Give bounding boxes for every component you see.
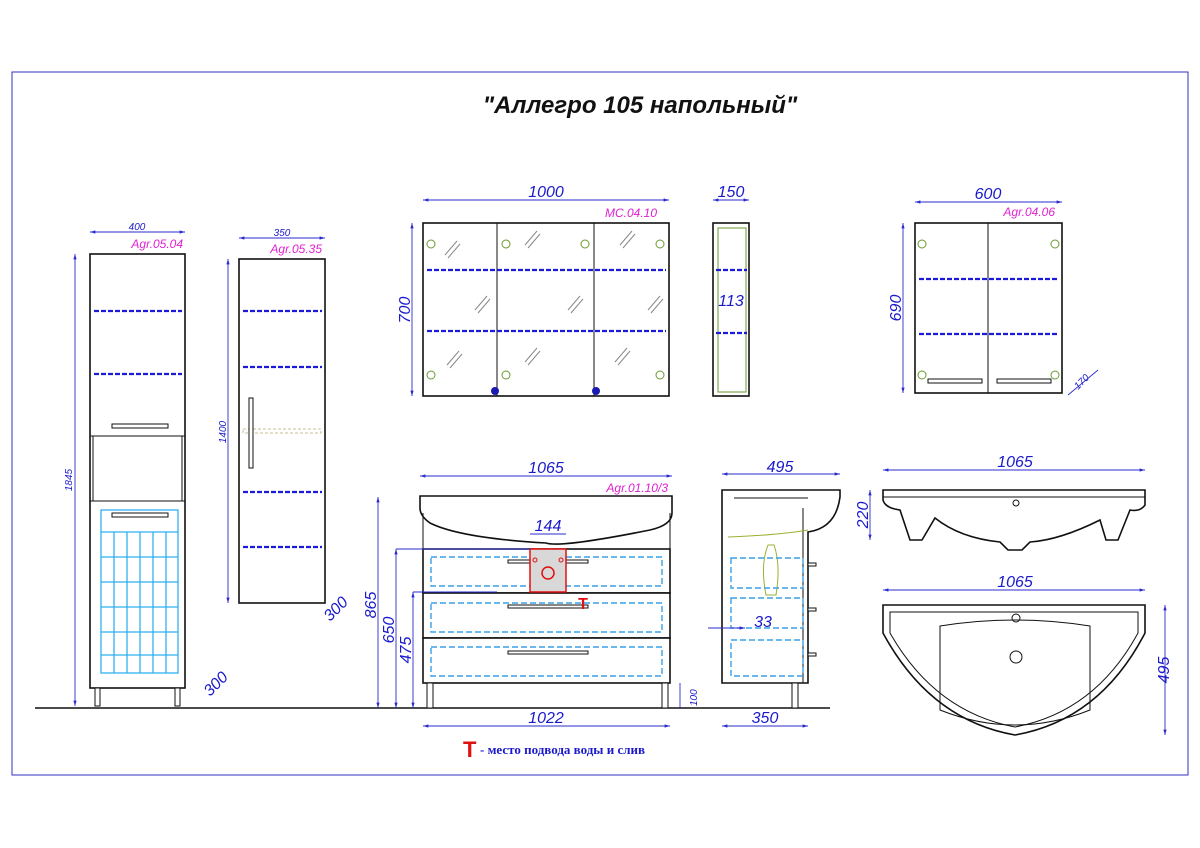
inner-depth-dimension: 113	[718, 293, 744, 310]
model-label: Agr.01.10/3	[605, 481, 668, 495]
height-dimension: 690	[888, 295, 905, 322]
height-650-dimension: 650	[381, 617, 398, 644]
sink-plan-depth-dimension: 495	[1156, 657, 1173, 684]
side-depth-dimension: 150	[718, 184, 745, 201]
sink-plan-width-dimension: 1065	[997, 574, 1033, 591]
plumbing-area	[529, 548, 567, 593]
leg-height-dimension: 100	[689, 689, 700, 706]
drawing-frame	[11, 71, 1189, 776]
offset-dimension: 33	[754, 614, 772, 631]
base-width-dimension: 1022	[528, 710, 564, 727]
vanity-front-view: T 1065 Agr.01.10/3 144 865 650 475 100 1…	[363, 460, 700, 728]
page-title: "Аллегро 105 напольный"	[483, 92, 798, 119]
sink-plan-view: 1065 495	[882, 574, 1173, 736]
width-dimension: 1000	[528, 184, 564, 201]
side-base-depth-dimension: 350	[752, 710, 779, 727]
height-475-dimension: 475	[398, 637, 415, 664]
top-width-dimension: 1065	[528, 460, 564, 477]
sink-side-view: 1065 220	[855, 454, 1146, 551]
depth-dimension: 300	[201, 669, 232, 700]
tall-cabinet-agr-05-04: 400 Agr.05.04 1845 300	[64, 222, 232, 707]
sink-width-dimension: 1065	[997, 454, 1033, 471]
model-label: Agr.05.35	[269, 242, 322, 256]
height-dimension: 700	[397, 297, 414, 324]
width-dimension: 350	[274, 228, 291, 239]
plumbing-marker: T	[578, 596, 588, 613]
plumbing-width-dimension: 144	[535, 518, 562, 535]
handle	[111, 423, 169, 429]
model-label: Agr.05.04	[130, 237, 183, 251]
vanity-side-view: 495 33 350	[708, 459, 841, 728]
legend: T - место подвода воды и слив	[463, 737, 645, 762]
sink-height-dimension: 220	[855, 502, 872, 530]
height-dimension: 1845	[64, 468, 75, 491]
width-dimension: 600	[975, 186, 1002, 203]
wall-cabinet-agr-04-06: 600 Agr.04.06 690 170	[888, 186, 1099, 396]
legend-text: - место подвода воды и слив	[480, 742, 645, 757]
height-dimension: 865	[363, 592, 380, 619]
legend-marker: T	[463, 737, 477, 762]
handle	[248, 397, 254, 469]
mirror-cabinet-mc-04-10: 1000 MC.04.10 700 150 113	[397, 184, 750, 397]
model-label: MC.04.10	[605, 206, 657, 220]
side-depth-dimension: 495	[767, 459, 794, 476]
laundry-basket	[100, 509, 179, 674]
width-dimension: 400	[129, 222, 146, 233]
model-label: Agr.04.06	[1002, 205, 1055, 219]
height-dimension: 1400	[218, 420, 229, 443]
tall-cabinet-agr-05-35: 350 Agr.05.35 1400 300	[218, 228, 352, 625]
